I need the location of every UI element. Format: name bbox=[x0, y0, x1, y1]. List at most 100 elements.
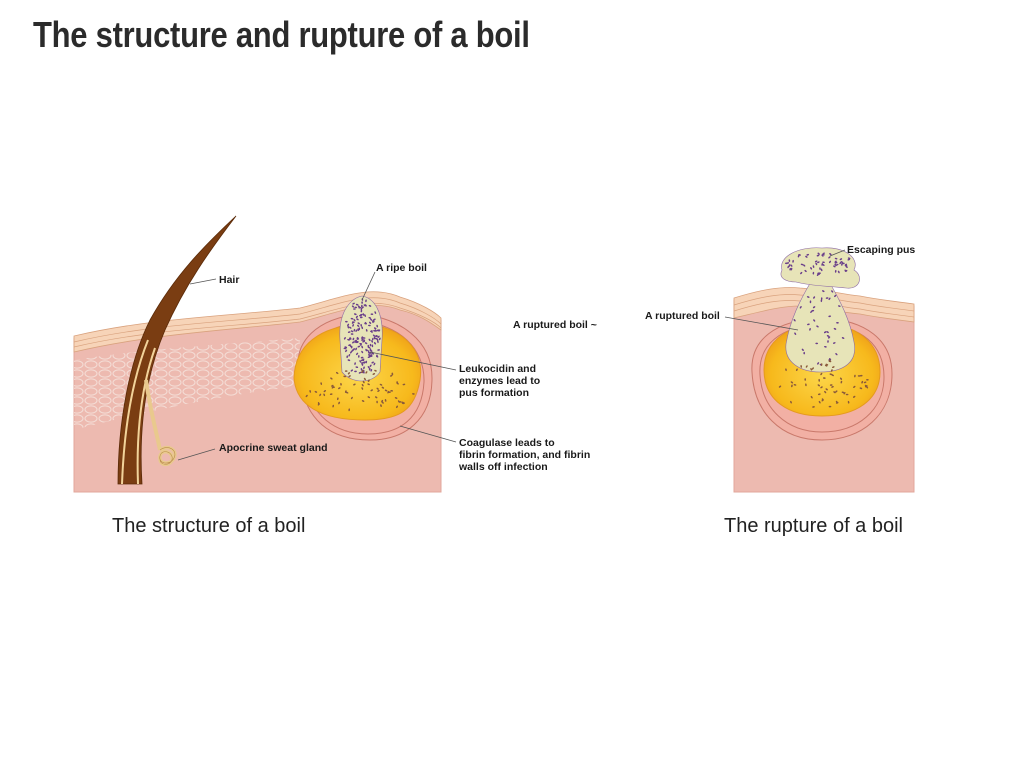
pus-dot bbox=[384, 399, 387, 402]
pus-dot bbox=[368, 324, 371, 327]
pus-dot bbox=[309, 390, 312, 393]
pus-dot bbox=[343, 375, 347, 378]
pus-dot bbox=[355, 329, 358, 332]
pus-dot bbox=[412, 393, 415, 395]
pus-dot bbox=[360, 323, 363, 327]
pus-dot bbox=[816, 254, 820, 257]
label-leukocidin-line3: pus formation bbox=[459, 387, 529, 399]
pus-dot bbox=[370, 313, 374, 316]
label-ruptured-boil-middle: A ruptured boil ~ bbox=[513, 319, 597, 331]
pus-dot bbox=[804, 269, 807, 273]
pus-dot bbox=[813, 319, 816, 322]
pus-dot bbox=[816, 273, 820, 276]
pus-dot bbox=[833, 391, 836, 394]
right-leader-lines bbox=[724, 249, 846, 331]
pus-dot bbox=[374, 329, 377, 332]
pus-dot bbox=[323, 393, 326, 397]
pus-dot bbox=[361, 301, 363, 305]
label-hair: Hair bbox=[219, 274, 239, 286]
hair-follicle bbox=[117, 215, 237, 485]
pus-dot bbox=[809, 328, 811, 331]
pus-dot bbox=[360, 368, 363, 371]
pus-dot bbox=[377, 340, 379, 344]
pus-dot bbox=[391, 372, 394, 376]
pus-dot bbox=[358, 371, 362, 374]
pus-dot bbox=[811, 367, 814, 370]
pus-dot bbox=[338, 387, 341, 390]
pus-dot bbox=[370, 368, 373, 372]
pus-dot bbox=[372, 373, 376, 375]
pus-dot bbox=[352, 337, 355, 341]
pus-dot bbox=[839, 377, 843, 380]
pus-dot bbox=[368, 338, 371, 342]
pus-dot bbox=[844, 263, 848, 266]
pus-dot bbox=[355, 366, 359, 369]
pus-dot bbox=[388, 391, 391, 394]
pus-dot bbox=[345, 320, 348, 323]
pus-dot bbox=[829, 358, 832, 361]
pus-dot bbox=[355, 303, 359, 306]
pus-dot bbox=[859, 387, 863, 390]
pus-dot bbox=[350, 345, 353, 349]
pus-dot bbox=[375, 335, 378, 338]
pus-dot bbox=[810, 267, 813, 270]
pus-dot bbox=[374, 396, 378, 399]
pus-dot bbox=[362, 340, 365, 343]
pus-dot bbox=[340, 382, 342, 386]
pus-dot bbox=[360, 304, 363, 308]
pus-dot bbox=[378, 337, 381, 341]
pus-dot bbox=[790, 381, 794, 384]
pus-dot bbox=[336, 397, 339, 401]
pus-dot bbox=[347, 372, 351, 375]
pus-dot bbox=[377, 389, 380, 392]
pus-dot bbox=[338, 401, 341, 405]
pus-dot bbox=[815, 262, 818, 266]
pus-dot bbox=[344, 346, 348, 349]
pus-dot bbox=[806, 253, 810, 256]
pus-dot bbox=[367, 346, 371, 349]
pus-dot bbox=[356, 341, 359, 343]
pus-dot bbox=[376, 400, 378, 404]
pus-dot bbox=[835, 263, 839, 266]
pus-dot bbox=[815, 342, 819, 345]
label-leukocidin-line1: Leukocidin and bbox=[459, 363, 536, 375]
pus-dot bbox=[360, 359, 364, 362]
pus-dot bbox=[825, 388, 828, 391]
pus-dot bbox=[859, 374, 863, 377]
pus-dot bbox=[822, 252, 825, 255]
caption-rupture: The rupture of a boil bbox=[724, 515, 903, 537]
pus-dot bbox=[800, 271, 803, 275]
pus-dot bbox=[852, 395, 856, 398]
pus-dot bbox=[376, 387, 379, 390]
pus-dot bbox=[362, 380, 365, 384]
pus-dot bbox=[361, 383, 364, 387]
pus-dot bbox=[828, 405, 832, 408]
pus-dot bbox=[824, 390, 827, 394]
pus-dot bbox=[352, 321, 355, 324]
pus-dot bbox=[314, 390, 318, 393]
pus-dot bbox=[813, 296, 816, 299]
pus-dot bbox=[805, 365, 808, 368]
pus-dot bbox=[841, 391, 845, 394]
pus-dot bbox=[843, 391, 846, 395]
pus-dot bbox=[356, 337, 359, 341]
pus-dot bbox=[368, 367, 371, 371]
pus-dot bbox=[368, 304, 372, 307]
pus-dot bbox=[349, 337, 351, 340]
pus-dot bbox=[374, 369, 377, 372]
pus-dot bbox=[358, 306, 362, 309]
pus-dot bbox=[840, 380, 843, 384]
pus-dot bbox=[364, 314, 366, 317]
pus-dot bbox=[348, 353, 351, 357]
pus-dot bbox=[353, 318, 356, 322]
pus-dot bbox=[826, 335, 830, 337]
pus-dot bbox=[861, 380, 864, 384]
pus-dot bbox=[396, 405, 398, 409]
pus-dot bbox=[806, 296, 810, 298]
pus-dot bbox=[370, 389, 373, 392]
pus-dot bbox=[390, 374, 393, 377]
pus-dot bbox=[371, 344, 374, 348]
pus-dot bbox=[357, 322, 360, 325]
pus-dot bbox=[373, 342, 377, 345]
